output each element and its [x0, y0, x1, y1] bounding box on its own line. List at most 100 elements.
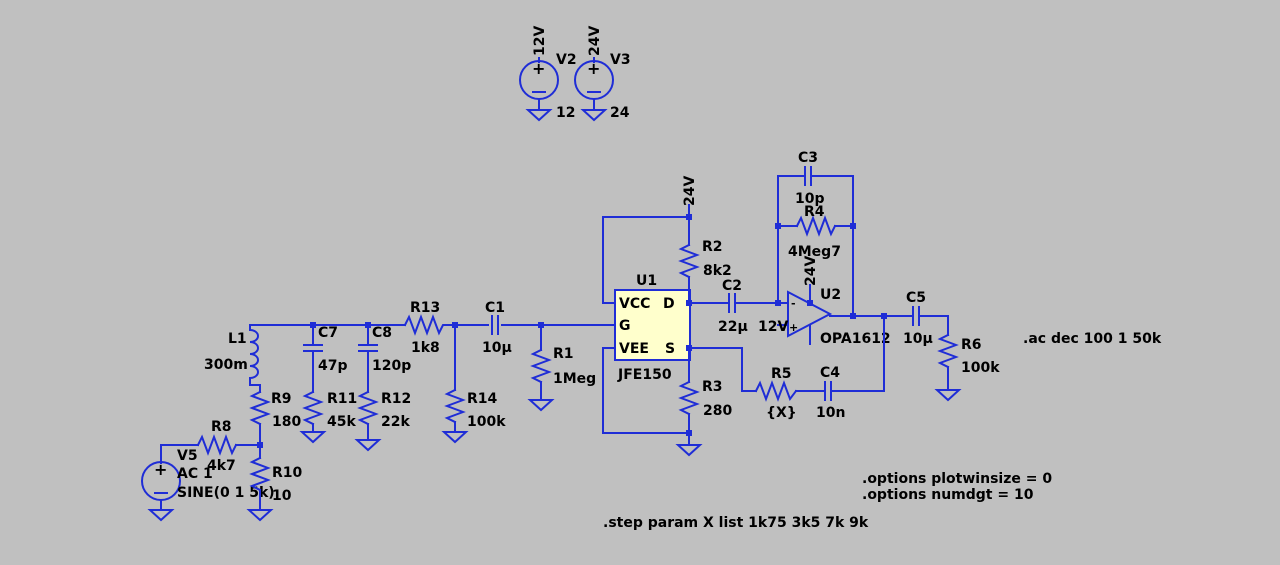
voltage-source-v2[interactable]: + 12V V2 12: [519, 26, 577, 122]
resistor-r1[interactable]: R1 1Meg: [527, 324, 596, 412]
resistor-r4[interactable]: R4 4Meg7: [788, 204, 841, 260]
capacitor-c7[interactable]: C7 47p: [303, 324, 348, 386]
r14-ref: R14: [467, 391, 498, 407]
r2-ref: R2: [702, 239, 723, 255]
r1-value: 1Meg: [553, 371, 596, 387]
directive-options-plotwinsize[interactable]: .options plotwinsize = 0: [862, 471, 1052, 487]
u1-pin-s: S: [665, 341, 675, 357]
u1-net-24v: 24V: [682, 176, 698, 206]
r8-value: 4k7: [207, 458, 236, 474]
c2-ref: C2: [722, 278, 742, 294]
r1-ref: R1: [553, 346, 574, 362]
u2-vplus: 24V: [803, 256, 819, 286]
c5-value: 10µ: [903, 331, 933, 347]
r13-ref: R13: [410, 300, 440, 316]
v5-ref: V5: [177, 448, 198, 464]
v5-sine: SINE(0 1 5k): [177, 485, 275, 501]
resistor-r13[interactable]: R13 1k8: [403, 300, 450, 356]
r9-ref: R9: [271, 391, 292, 407]
u2-vminus: 12V: [758, 319, 788, 335]
v3-value: 24: [610, 105, 630, 121]
resistor-r6[interactable]: R6 100k: [918, 315, 1000, 402]
capacitor-c5[interactable]: C5 10µ: [903, 290, 933, 347]
r8-ref: R8: [211, 419, 232, 435]
svg-text:+: +: [587, 59, 600, 78]
v3-ref: V3: [610, 52, 631, 68]
r11-ref: R11: [327, 391, 357, 407]
resistor-r8[interactable]: R8 4k7: [160, 419, 261, 474]
resistor-r11[interactable]: R11 45k: [299, 384, 357, 444]
resistor-r5[interactable]: R5 {X}: [754, 366, 798, 421]
v2-value: 12: [556, 105, 575, 121]
u1-pin-vee: VEE: [619, 341, 649, 357]
r10-value: 10: [272, 488, 292, 504]
l1-value: 300m: [204, 357, 248, 373]
c2-value: 22µ: [718, 319, 748, 335]
c3-ref: C3: [798, 150, 818, 166]
c3-value: 10p: [795, 191, 825, 207]
v5-ac: AC 1: [177, 466, 213, 482]
capacitor-c2[interactable]: C2 22µ: [689, 278, 787, 335]
v3-net-label: 24V: [587, 26, 603, 56]
voltage-source-v3[interactable]: + 24V V3 24: [574, 26, 631, 122]
r6-ref: R6: [961, 337, 982, 353]
directive-options-numdgt[interactable]: .options numdgt = 10: [862, 487, 1034, 503]
c1-value: 10µ: [482, 340, 512, 356]
svg-text:+: +: [532, 59, 545, 78]
r13-value: 1k8: [411, 340, 440, 356]
u1-pin-g: G: [619, 318, 631, 334]
junction-dots: [257, 214, 887, 448]
r2-value: 8k2: [703, 263, 732, 279]
resistor-r14[interactable]: R14 100k: [441, 324, 506, 444]
c5-ref: C5: [906, 290, 926, 306]
r3-value: 280: [703, 403, 732, 419]
r4-ref: R4: [804, 204, 825, 220]
u1-model: JFE150: [617, 367, 672, 383]
r5-value: {X}: [766, 405, 797, 421]
capacitor-c1[interactable]: C1 10µ: [482, 300, 512, 356]
r4-value: 4Meg7: [788, 244, 841, 260]
r5-ref: R5: [771, 366, 792, 382]
u1-pin-d: D: [663, 296, 675, 312]
c7-ref: C7: [318, 325, 338, 341]
resistor-r9[interactable]: R9 180: [249, 384, 301, 446]
u2-model: OPA1612: [820, 331, 891, 347]
capacitor-c3[interactable]: C3 10p: [795, 150, 825, 207]
inductor-l1[interactable]: L1 300m: [204, 324, 261, 386]
v2-net-label: 12V: [532, 26, 548, 56]
r5-c4-wires: [688, 315, 885, 392]
c4-ref: C4: [820, 365, 840, 381]
u1-supply-wires: 24V: [602, 176, 703, 457]
r14-value: 100k: [467, 414, 506, 430]
voltage-source-v5[interactable]: + V5 AC 1 SINE(0 1 5k): [141, 444, 275, 522]
svg-text:-: -: [791, 297, 796, 310]
c7-value: 47p: [318, 358, 348, 374]
u1-ref: U1: [636, 273, 657, 289]
jfet-u1[interactable]: U1 VCC D G VEE S JFE150: [614, 273, 691, 383]
u1-pin-vcc: VCC: [619, 296, 650, 312]
r12-value: 22k: [381, 414, 410, 430]
v2-ref: V2: [556, 52, 577, 68]
r12-ref: R12: [381, 391, 411, 407]
capacitor-c4[interactable]: C4 10n: [816, 365, 845, 421]
resistor-r12[interactable]: R12 22k: [354, 384, 411, 452]
r6-value: 100k: [961, 360, 1000, 376]
directive-ac[interactable]: .ac dec 100 1 50k: [1023, 331, 1162, 347]
resistor-r10[interactable]: R10 10: [246, 444, 303, 522]
directive-step[interactable]: .step param X list 1k75 3k5 7k 9k: [603, 515, 869, 531]
u2-ref: U2: [820, 287, 841, 303]
c1-ref: C1: [485, 300, 505, 316]
r3-ref: R3: [702, 379, 723, 395]
r10-ref: R10: [272, 465, 303, 481]
svg-text:+: +: [789, 321, 798, 334]
resistor-r2[interactable]: R2 8k2: [678, 216, 732, 304]
c4-value: 10n: [816, 405, 845, 421]
resistor-r3[interactable]: R3 280: [678, 347, 732, 434]
l1-ref: L1: [228, 331, 247, 347]
svg-text:+: +: [154, 460, 167, 479]
capacitor-c8[interactable]: C8 120p: [358, 324, 411, 386]
c8-value: 120p: [372, 358, 411, 374]
c8-ref: C8: [372, 325, 392, 341]
